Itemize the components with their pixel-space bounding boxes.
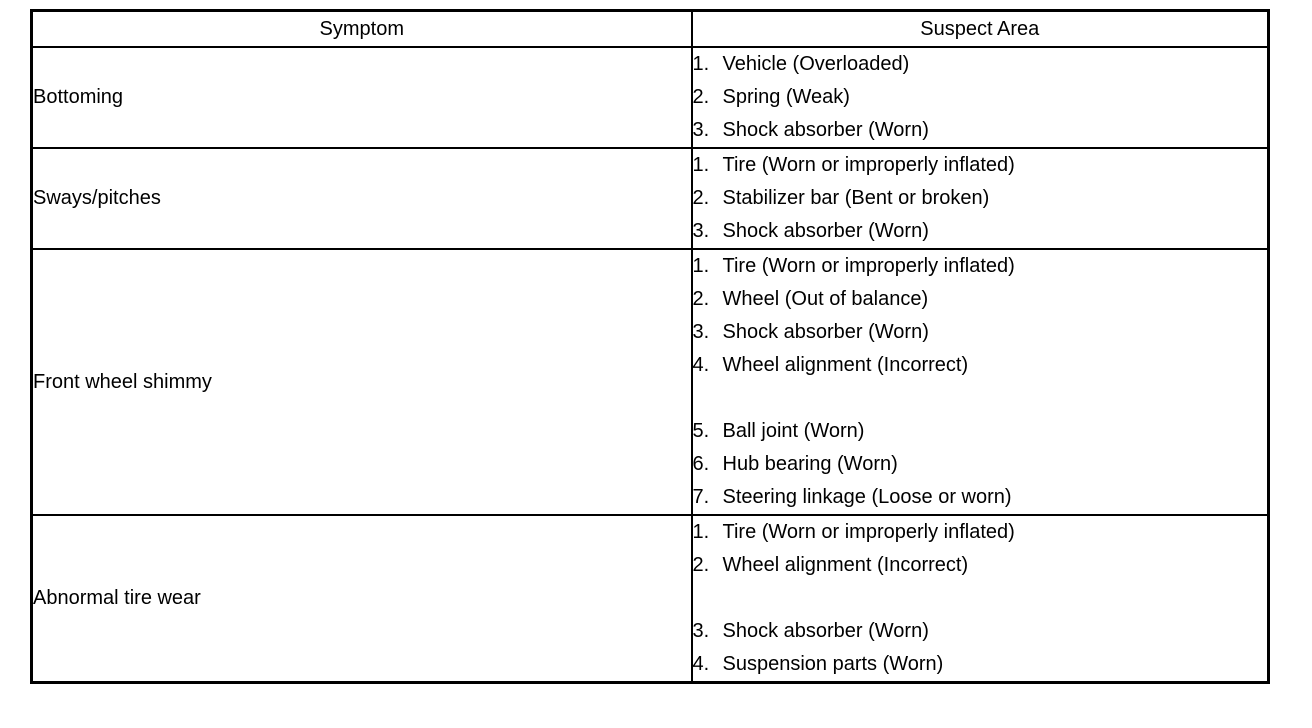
- suspect-list: 1. Vehicle (Overloaded) 2. Spring (Weak) 3…: [693, 48, 1268, 147]
- list-item: 1. Tire (Worn or improperly inflated): [693, 516, 1268, 549]
- list-item: 3. Shock absorber (Worn): [693, 114, 1268, 147]
- item-text: Tire (Worn or improperly inflated): [722, 154, 1015, 176]
- item-number: 3.: [692, 321, 710, 343]
- list-item: 1. Tire (Worn or improperly inflated): [693, 149, 1268, 182]
- item-text: Tire (Worn or improperly inflated): [722, 255, 1015, 277]
- suspect-area-cell: 1. Tire (Worn or improperly inflated) 2. W…: [690, 248, 1270, 516]
- item-text: Shock absorber (Worn): [722, 220, 929, 242]
- item-text: Suspension parts (Worn): [722, 653, 944, 675]
- item-number: 1.: [692, 53, 710, 75]
- item-number: 7.: [692, 486, 710, 508]
- symptom-suspect-table: Symptom Suspect Area Bottoming 1. Vehicle…: [30, 9, 1270, 684]
- item-number: 3.: [692, 220, 710, 242]
- list-item: 3. Shock absorber (Worn): [693, 316, 1268, 349]
- item-number: 2.: [692, 187, 710, 209]
- list-item: 2. Stabilizer bar (Bent or broken): [693, 182, 1268, 215]
- suspect-list: 1. Tire (Worn or improperly inflated) 2. W…: [693, 516, 1268, 681]
- item-number: 1.: [692, 154, 710, 176]
- item-text: Wheel (Out of balance): [722, 288, 929, 310]
- item-number: 2.: [692, 86, 710, 108]
- item-number: 3.: [692, 620, 710, 642]
- list-item: 4. Wheel alignment (Incorrect): [693, 349, 1268, 382]
- suspect-area-cell: 1. Tire (Worn or improperly inflated) 2. S…: [690, 147, 1270, 250]
- list-item: 7. Steering linkage (Loose or worn): [693, 481, 1268, 514]
- item-number: 2.: [692, 288, 710, 310]
- item-number: 5.: [692, 420, 710, 442]
- list-item: 3. Shock absorber (Worn): [693, 615, 1268, 648]
- table-row: Bottoming 1. Vehicle (Overloaded) 2. Sprin…: [30, 46, 1270, 149]
- suspect-list: 1. Tire (Worn or improperly inflated) 2. W…: [693, 250, 1268, 514]
- item-text: Hub bearing (Worn): [722, 453, 898, 475]
- list-item: 5. Ball joint (Worn): [693, 415, 1268, 448]
- list-item: 2. Wheel alignment (Incorrect): [693, 549, 1268, 582]
- item-text: Steering linkage (Loose or worn): [722, 486, 1012, 508]
- suspect-list: 1. Tire (Worn or improperly inflated) 2. S…: [693, 149, 1268, 248]
- item-number: 2.: [692, 554, 710, 576]
- item-number: 1.: [692, 255, 710, 277]
- table-row: Front wheel shimmy 1. Tire (Worn or impro…: [30, 248, 1270, 516]
- list-item: 4. Suspension parts (Worn): [693, 648, 1268, 681]
- item-number: 4.: [692, 354, 710, 376]
- item-text: Wheel alignment (Incorrect): [722, 354, 969, 376]
- symptom-cell: Bottoming: [30, 46, 693, 149]
- list-item: 1. Tire (Worn or improperly inflated): [693, 250, 1268, 283]
- table-row: Sways/pitches 1. Tire (Worn or improperly…: [30, 147, 1270, 250]
- item-text: Shock absorber (Worn): [722, 119, 929, 141]
- item-text: Shock absorber (Worn): [722, 321, 929, 343]
- suspect-area-header: Suspect Area: [690, 9, 1270, 48]
- list-item: 1. Vehicle (Overloaded): [693, 48, 1268, 81]
- symptom-cell: Abnormal tire wear: [30, 514, 693, 684]
- item-text: Ball joint (Worn): [722, 420, 865, 442]
- item-text: Vehicle (Overloaded): [722, 53, 910, 75]
- item-text: Stabilizer bar (Bent or broken): [722, 187, 990, 209]
- item-text: Spring (Weak): [722, 86, 850, 108]
- header-row: Symptom Suspect Area: [30, 9, 1270, 48]
- item-text: Tire (Worn or improperly inflated): [722, 521, 1015, 543]
- suspect-area-cell: 1. Vehicle (Overloaded) 2. Spring (Weak) 3…: [690, 46, 1270, 149]
- symptom-cell: Sways/pitches: [30, 147, 693, 250]
- list-item: 6. Hub bearing (Worn): [693, 448, 1268, 481]
- list-item: 2. Wheel (Out of balance): [693, 283, 1268, 316]
- item-number: 6.: [692, 453, 710, 475]
- item-text: Wheel alignment (Incorrect): [722, 554, 969, 576]
- symptom-header: Symptom: [30, 9, 693, 48]
- suspect-area-cell: 1. Tire (Worn or improperly inflated) 2. W…: [690, 514, 1270, 684]
- item-text: Shock absorber (Worn): [722, 620, 929, 642]
- list-item: 3. Shock absorber (Worn): [693, 215, 1268, 248]
- table-row: Abnormal tire wear 1. Tire (Worn or impro…: [30, 514, 1270, 684]
- list-item: 2. Spring (Weak): [693, 81, 1268, 114]
- item-number: 4.: [692, 653, 710, 675]
- item-number: 1.: [692, 521, 710, 543]
- item-number: 3.: [692, 119, 710, 141]
- symptom-cell: Front wheel shimmy: [30, 248, 693, 516]
